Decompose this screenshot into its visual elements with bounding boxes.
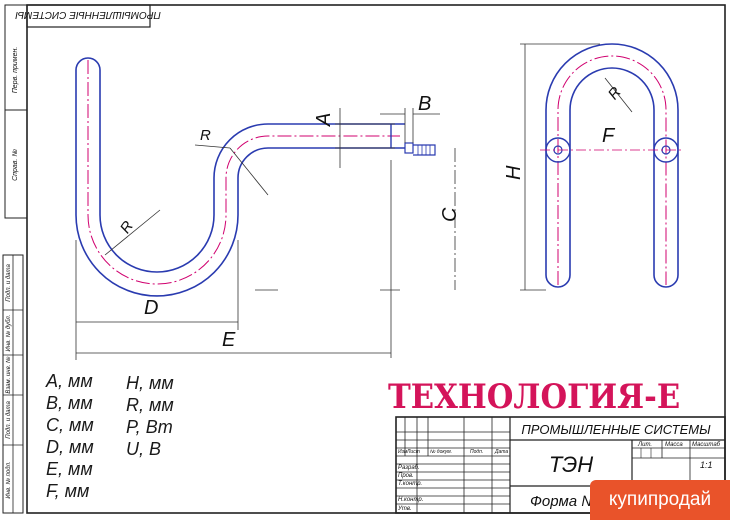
tb-col-izm: Изм (398, 449, 408, 455)
title-block (395, 416, 726, 514)
drawing-frame (26, 4, 726, 514)
side-label-1: Справ. № (12, 149, 19, 181)
company-logo: ТЕХНОЛОГИЯ-Е (388, 377, 681, 417)
param-e: E, мм (46, 459, 93, 479)
side-label-4: Взам. инв. № (5, 356, 12, 394)
param-r: R, мм (126, 395, 174, 415)
param-a: A, мм (46, 371, 93, 391)
tb-mass: Масса (665, 442, 683, 448)
tb-role-2: Т.контр. (398, 481, 422, 487)
tb-role-0: Разраб. (398, 465, 420, 471)
top-stamp-box (26, 4, 151, 28)
tb-col-doc: № докум. (430, 449, 452, 455)
param-list-1: A, мм B, мм C, мм D, мм E, мм F, мм (46, 370, 94, 502)
tb-company: ПРОМЫШЛЕННЫЕ СИСТЕМЫ (521, 422, 711, 437)
dim-label-c: C (439, 207, 461, 222)
dim-label-b: B (418, 93, 431, 115)
dim-label-h: H (503, 165, 525, 180)
side-label-6: Инв. № подл. (5, 461, 12, 498)
tb-form: Форма № (530, 493, 597, 510)
param-f: F, мм (46, 481, 90, 501)
side-label-3: Инв. № дубл. (5, 315, 12, 352)
tb-scale: 1:1 (700, 460, 713, 470)
dimension-lines-right (520, 43, 633, 291)
u-shaped-heater (540, 43, 684, 288)
tb-role-3: Н.контр. (398, 497, 423, 503)
left-stamp-upper (4, 4, 28, 219)
tb-role-1: Пров. (398, 473, 414, 479)
param-h: H, мм (126, 373, 174, 393)
side-label-2: Подп. и дата (6, 264, 12, 302)
dim-label-e: E (222, 329, 236, 351)
param-u: U, В (126, 439, 162, 459)
s-shaped-heater (75, 57, 436, 297)
dimension-lines-left (75, 108, 456, 360)
dim-label-f: F (602, 125, 616, 147)
tb-col-sign: Подп. (470, 449, 483, 455)
tb-col-date: Дата (494, 449, 508, 455)
marketplace-badge[interactable]: купипродай (590, 480, 730, 520)
dim-label-r-left: R (117, 218, 137, 237)
dim-label-r-top: R (200, 127, 211, 144)
side-label-5: Подп. и дата (6, 401, 12, 439)
side-label-0: Перв. примен. (12, 47, 19, 94)
dim-label-d: D (144, 297, 158, 319)
top-stamp-label: ПРОМЫШЛЕННЫЕ СИСТЕМЫ (15, 9, 161, 20)
tb-role-4: Утв. (397, 506, 412, 512)
param-c: C, мм (46, 415, 94, 435)
dim-label-a: A (313, 113, 335, 127)
tb-product: ТЭН (549, 452, 593, 477)
param-list-2: H, мм R, мм P, Вт U, В (126, 372, 174, 460)
param-p: P, Вт (126, 417, 173, 437)
param-d: D, мм (46, 437, 94, 457)
tb-col-list: Лист (406, 449, 420, 455)
param-b: B, мм (46, 393, 93, 413)
dim-label-r-right: R (605, 84, 625, 103)
tb-scale-label: Масштаб (692, 442, 721, 448)
tb-lit: Лит. (637, 442, 652, 448)
